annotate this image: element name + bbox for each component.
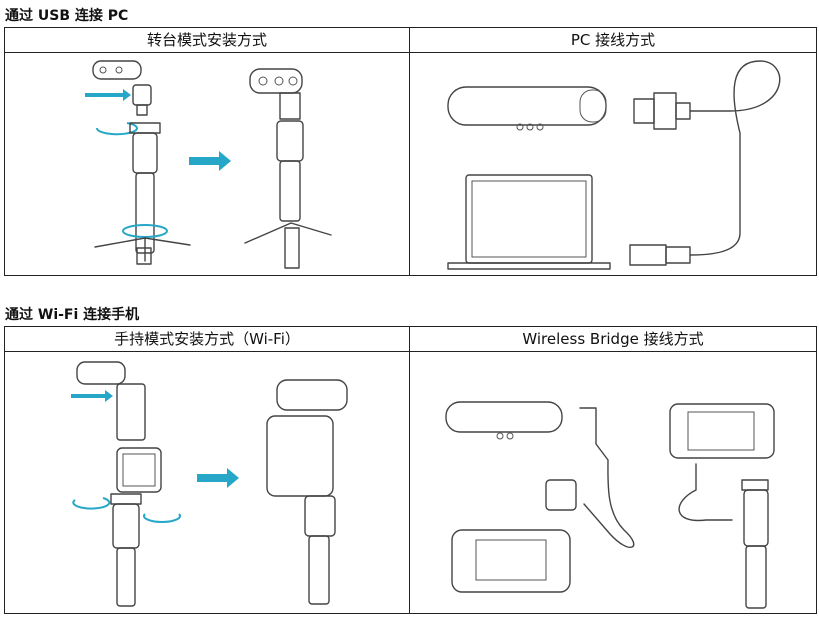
mount-adapter-icon [132, 84, 152, 116]
handheld-mode-illustration [4, 351, 410, 614]
header-turntable-mode: 转台模式安装方式 [4, 27, 410, 53]
wifi-connection-table: 手持模式安装方式（Wi-Fi） Wireless Bridge 接线方式 [4, 326, 817, 614]
wireless-bridge-wiring-illustration [409, 351, 817, 614]
scanner-icon [92, 60, 142, 80]
assemble-arrow-icon [189, 151, 231, 171]
phone-icon [116, 447, 162, 493]
handle-grip-icon [110, 493, 142, 607]
assembled-scanner-icon [244, 68, 332, 269]
assembled-handheld-icon [266, 379, 348, 605]
pc-wiring-illustration [409, 52, 817, 276]
header-pc-wiring: PC 接线方式 [409, 27, 817, 53]
usb-connection-table: 转台模式安装方式 PC 接线方式 [4, 27, 817, 276]
rotate-arrow-icon [72, 497, 111, 510]
laptop-icon [447, 174, 611, 270]
rotate-arrow-icon [96, 122, 138, 136]
assemble-arrow-icon [197, 468, 239, 488]
scanner-icon [447, 86, 607, 131]
wireless-bridge-icon [451, 403, 775, 593]
usb-cable-icon [545, 407, 635, 549]
phone-clamp-icon [116, 383, 146, 441]
rotate-arrow-icon-2 [143, 513, 181, 523]
header-wireless-bridge-wiring: Wireless Bridge 接线方式 [409, 326, 817, 352]
section-title-wifi: 通过 Wi-Fi 连接手机 [5, 307, 140, 323]
insert-arrow-icon [71, 390, 113, 402]
scanner-icon [76, 361, 126, 385]
header-handheld-mode: 手持模式安装方式（Wi-Fi） [4, 326, 410, 352]
handle-grip-icon [678, 463, 769, 609]
section-title-usb: 通过 USB 连接 PC [5, 8, 129, 24]
tripod-icon [94, 224, 191, 265]
usb-cable-icon [629, 60, 781, 266]
handle-grip-icon [129, 122, 161, 254]
scanner-icon [445, 401, 563, 440]
insert-arrow-icon [85, 89, 131, 101]
turntable-mode-illustration [4, 52, 410, 276]
